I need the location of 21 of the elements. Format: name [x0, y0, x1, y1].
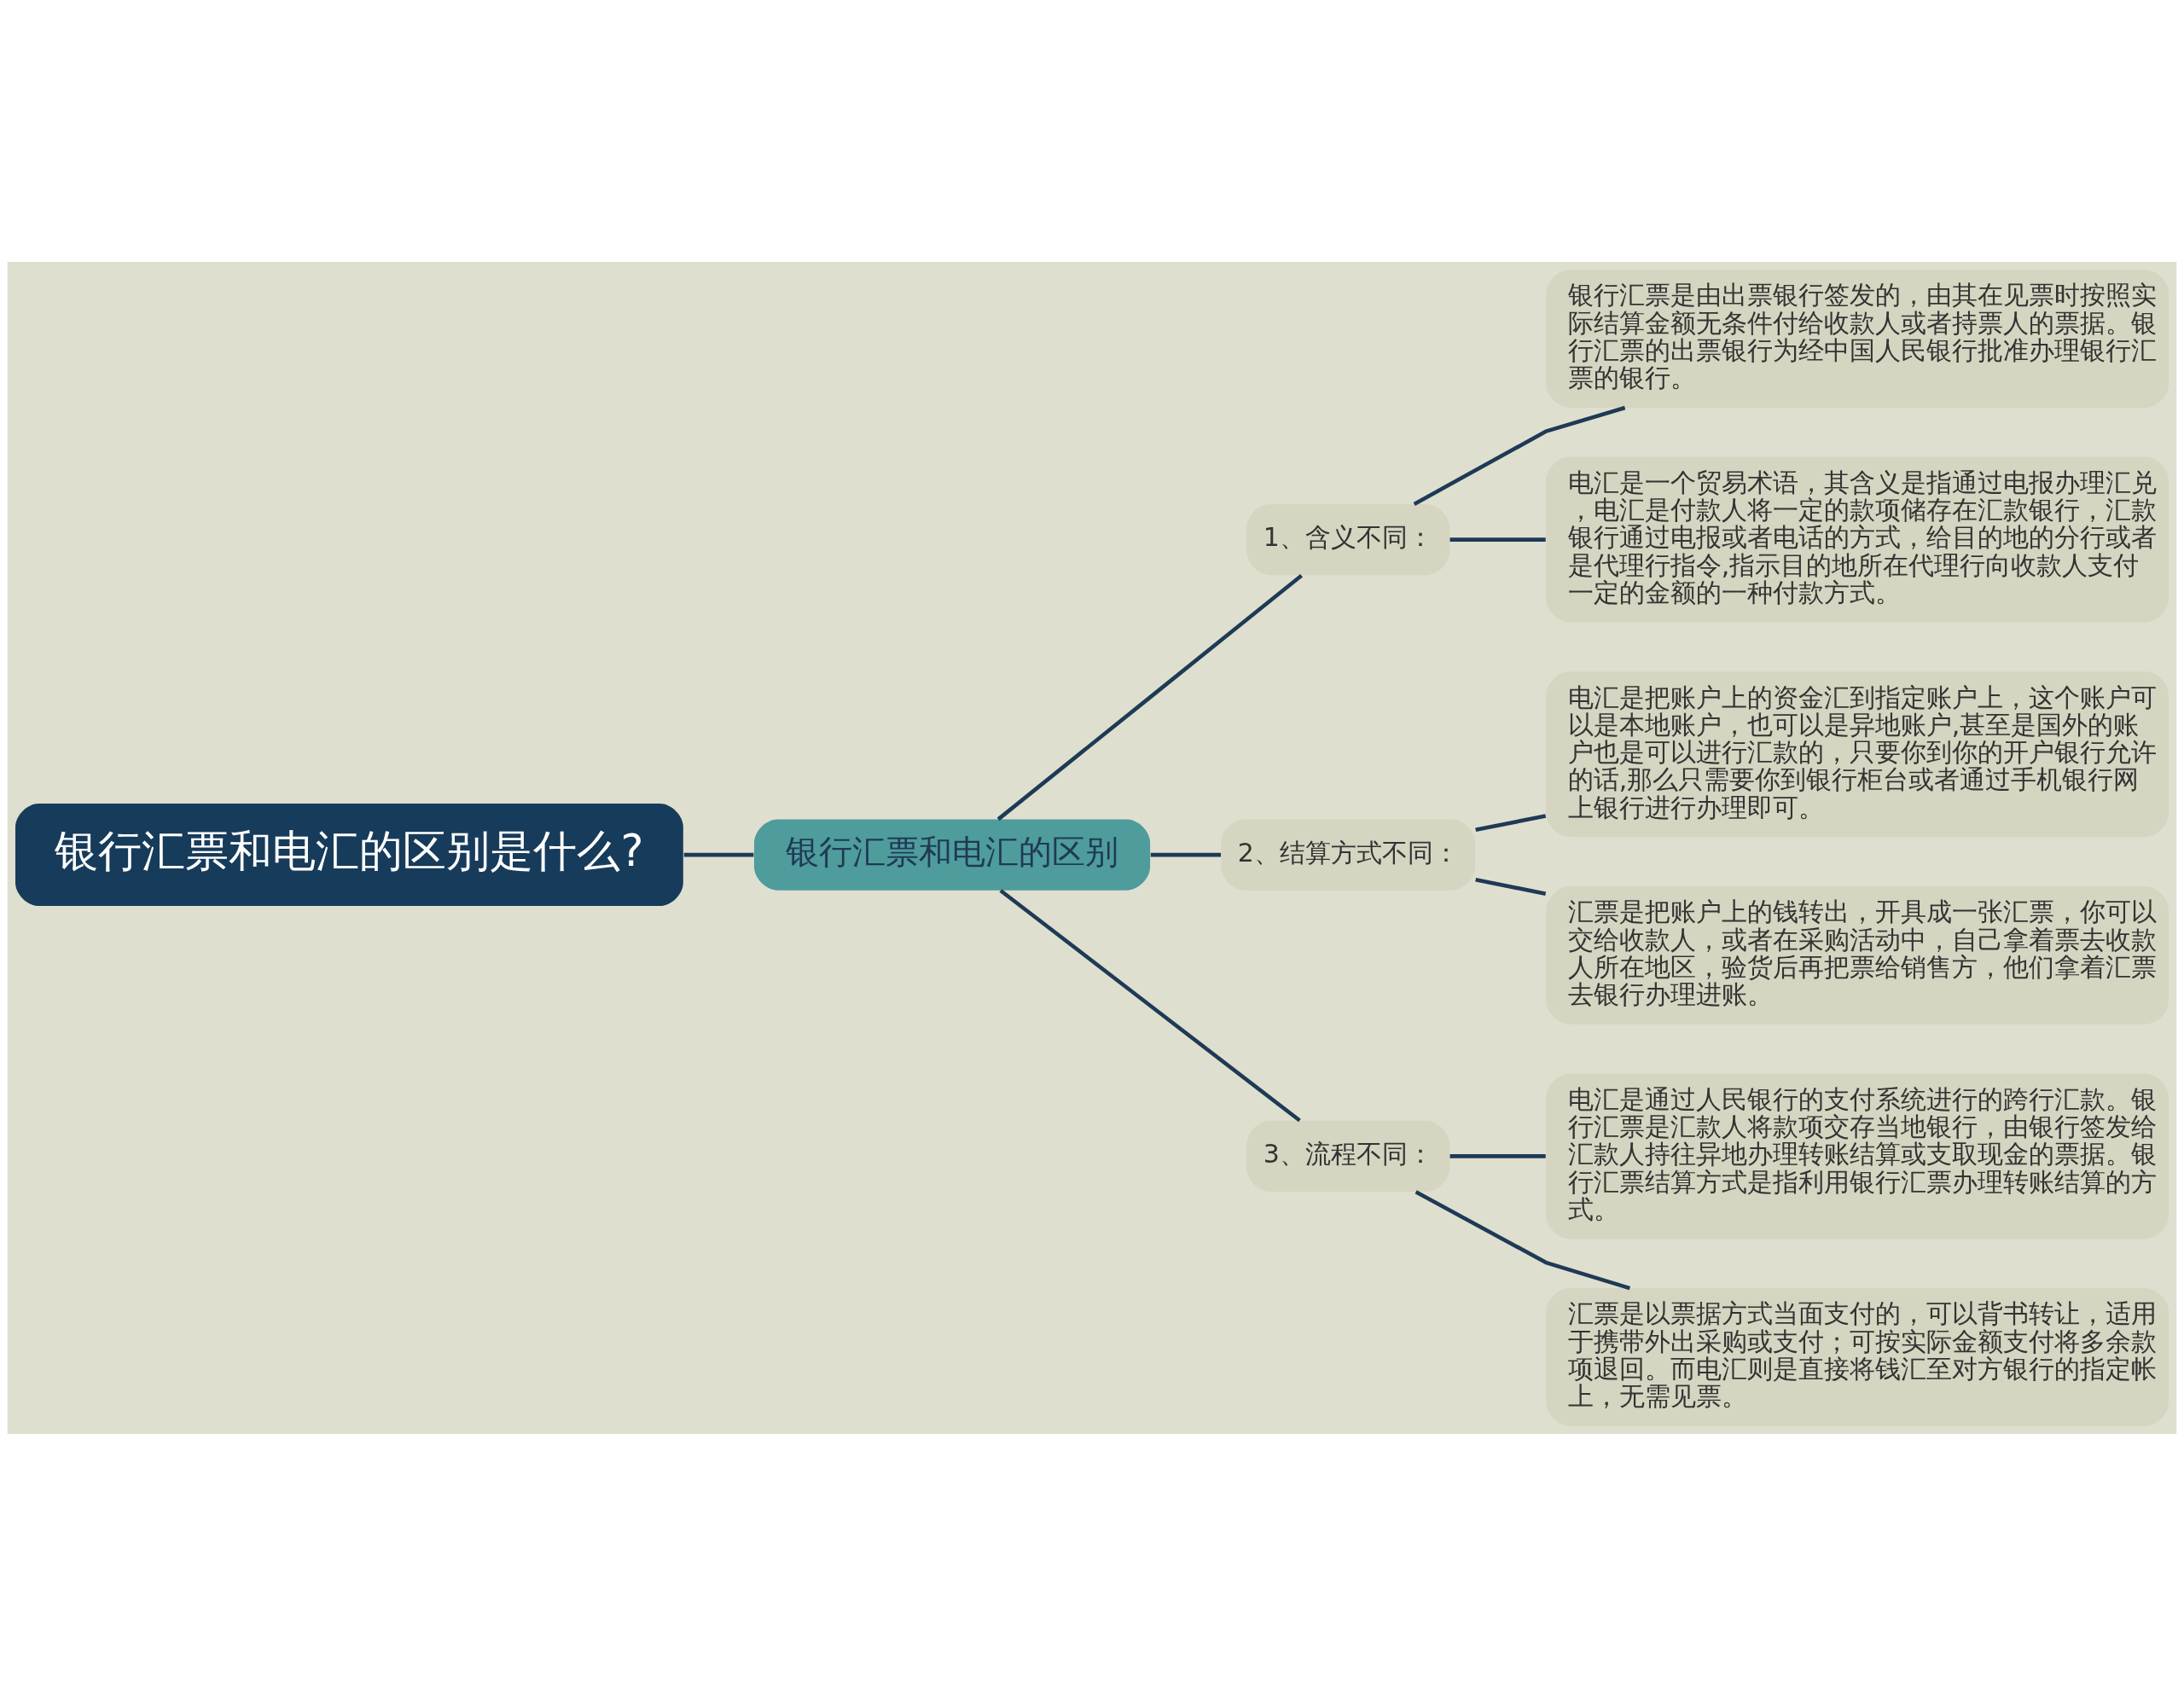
node-box: 电汇是把账户上的资金汇到指定账户上，这个账户可以是本地账户，也可以是异地账户,甚至是国外的账户也是可以进行汇款的，只要你到你的开户银行允许的话,那么只需要你到银行柜台或者通过手机银行网上银行进行办理即可。 — [1546, 670, 2169, 837]
node-box: 银行汇票是由出票银行签发的，由其在见票时按照实际结算金额无条件付给收款人或者持票人的票据。银行汇票的出票银行为经中国人民银行批准办理银行汇票的银行。 — [1546, 269, 2169, 408]
node-box: 银行汇票和电汇的区别 — [753, 819, 1151, 891]
node-box: 银行汇票和电汇的区别是什么? — [15, 803, 683, 906]
connector — [1413, 405, 1626, 506]
connector — [1475, 877, 1547, 896]
node-box: 汇票是把账户上的钱转出，开具成一张汇票，你可以交给收款人，或者在采购活动中，自己拿着票去收款人所在地区，验货后再把票给销售方，他们拿着汇票去银行办理进账。 — [1546, 885, 2169, 1025]
node-box: 电汇是一个贸易术语，其含义是指通过电报办理汇兑，电汇是付款人将一定的款项储存在汇款银行，汇款银行通过电报或者电话的方式，给目的地的分行或者是代理行指令,指示目的地所在代理行向收款人支付一定的金额的一种付款方式。 — [1546, 456, 2169, 623]
connector — [1475, 813, 1547, 832]
node-box: 2、结算方式不同： — [1221, 819, 1476, 891]
connector — [1414, 1189, 1631, 1290]
connector — [1150, 852, 1222, 856]
connector — [1449, 1153, 1546, 1158]
node-box: 电汇是通过人民银行的支付系统进行的跨行汇款。银行汇票是汇款人将款项交存当地银行，由银行签发给汇款人持往异地办理转账结算或支取现金的票据。银行汇票结算方式是指利用银行汇票办理转账结算的方式。 — [1546, 1072, 2169, 1239]
connector — [996, 573, 1303, 821]
node-box: 1、含义不同： — [1246, 503, 1450, 575]
node-box: 3、流程不同： — [1246, 1120, 1450, 1192]
connector — [683, 852, 754, 856]
connector — [1449, 537, 1546, 542]
connector — [999, 888, 1301, 1122]
node-box: 汇票是以票据方式当面支付的，可以背书转让，适用于携带外出采购或支付；可按实际金额支付将多余款项退回。而电汇则是直接将钱汇至对方银行的指定帐上，无需见票。 — [1546, 1287, 2169, 1426]
